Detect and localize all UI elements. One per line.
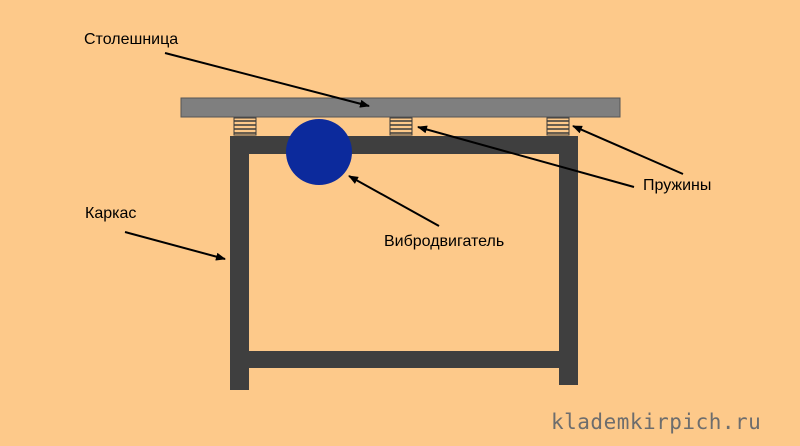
frame-top-beam <box>230 136 578 154</box>
frame-right-leg <box>559 136 578 385</box>
frame-left-leg <box>230 136 249 390</box>
arrow-frame <box>124 231 226 261</box>
pointer-arrows <box>124 52 684 261</box>
label-motor: Вибродвигатель <box>384 233 505 250</box>
label-tabletop: Столешница <box>84 31 179 48</box>
arrow-tabletop <box>164 52 370 108</box>
label-springs: Пружины <box>643 177 712 194</box>
spring-middle <box>389 117 413 136</box>
arrow-spring-middle <box>417 125 635 188</box>
label-frame: Каркас <box>85 205 137 222</box>
spring-right <box>546 117 570 136</box>
arrow-motor <box>348 175 440 227</box>
frame <box>230 136 578 390</box>
watermark: klademkirpich.ru <box>551 410 762 434</box>
tabletop <box>180 97 621 118</box>
arrow-spring-right <box>572 125 684 175</box>
spring-left <box>233 117 257 136</box>
vibration-motor <box>286 119 352 185</box>
frame-bottom-beam <box>230 351 578 368</box>
